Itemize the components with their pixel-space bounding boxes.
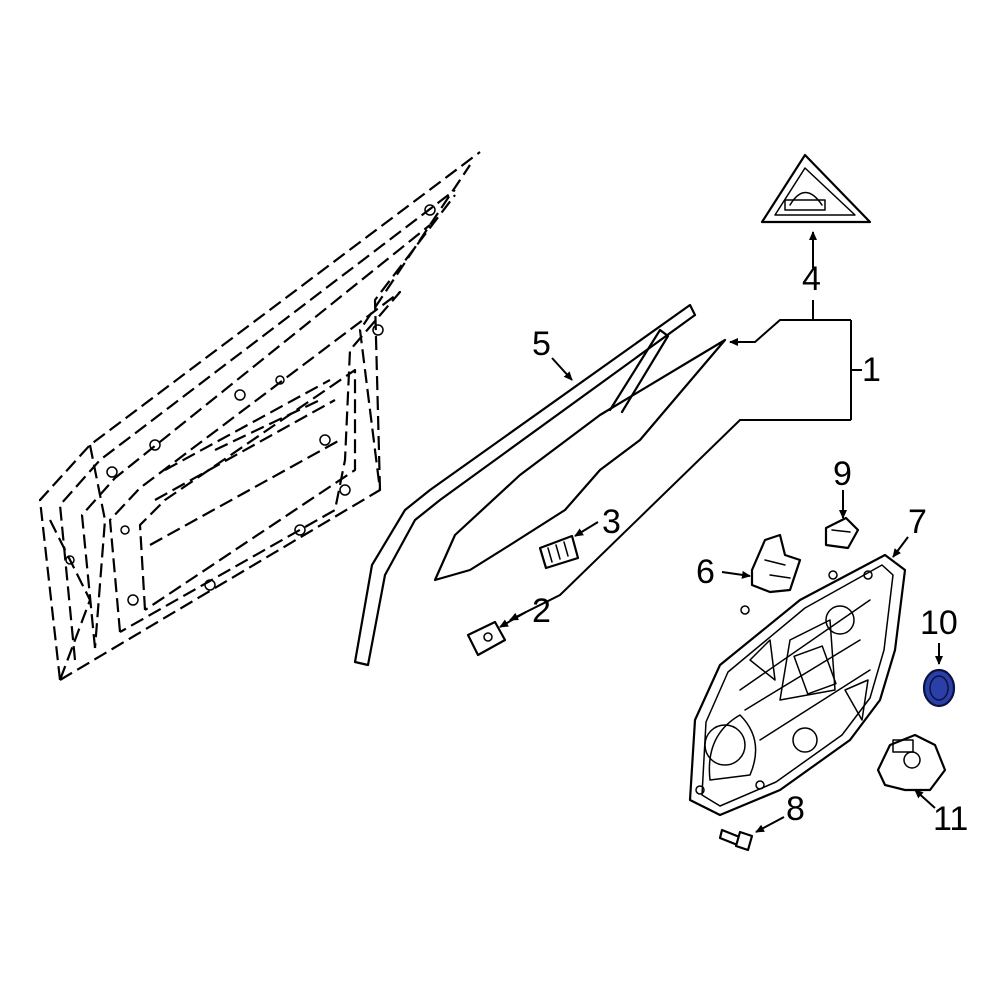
glass-run-channel-5 (353, 303, 697, 667)
callout-6: 6 (696, 553, 715, 591)
glass-bracket-3 (538, 534, 580, 570)
regulator-panel-7 (688, 553, 907, 817)
callout-8: 8 (786, 790, 805, 828)
bracket-6 (750, 533, 802, 594)
callout-labels: 1 2 3 4 5 6 7 8 9 10 11 (532, 260, 968, 838)
motor-11 (876, 733, 947, 792)
plug-10 (922, 668, 956, 708)
callout-9: 9 (833, 455, 852, 493)
callout-4: 4 (802, 260, 821, 298)
callout-1: 1 (862, 351, 881, 389)
clip-9 (824, 516, 860, 550)
door-shell-phantom (38, 151, 481, 681)
bolt-8 (718, 828, 754, 852)
callout-5: 5 (532, 325, 551, 363)
glass-bracket-2 (466, 620, 507, 657)
callout-7: 7 (908, 503, 927, 541)
callout-3: 3 (602, 503, 621, 541)
callout-10: 10 (920, 604, 958, 642)
warning-label-4 (760, 153, 872, 224)
callout-2: 2 (532, 592, 551, 630)
callout-11: 11 (933, 800, 968, 838)
door-glass-1 (433, 338, 727, 582)
leader-lines (499, 231, 943, 833)
